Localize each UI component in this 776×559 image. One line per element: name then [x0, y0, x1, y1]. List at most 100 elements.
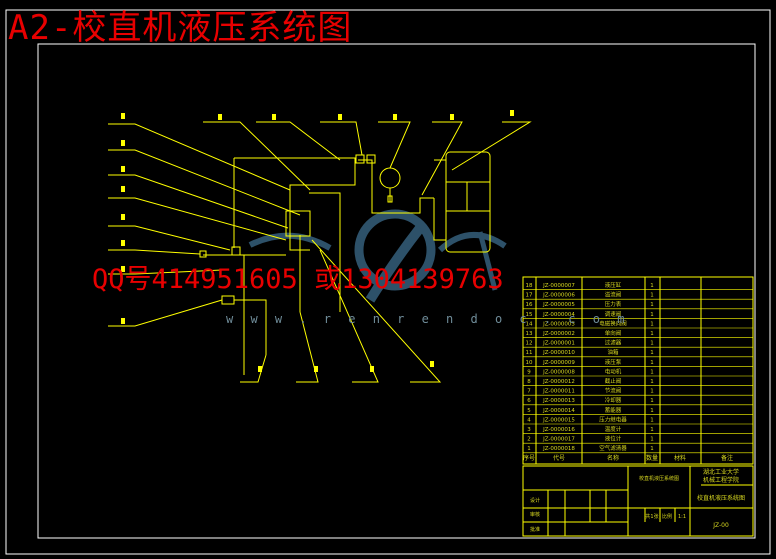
row-name: 截止阀 [605, 377, 622, 385]
leader-label-mark: 14 [510, 110, 514, 116]
row-number: 11 [526, 350, 533, 356]
row-name: 电磁换向阀 [599, 319, 627, 327]
title-block-approver: 批准 [530, 526, 540, 533]
title-block-scale-label: 比例 [662, 513, 672, 520]
row-qty: 1 [650, 302, 654, 308]
table-header-cell: 序号 [523, 454, 535, 462]
row-number: 4 [527, 417, 531, 423]
table-header-cell: 材料 [674, 454, 686, 462]
table-header-cell: 数量 [646, 454, 658, 462]
row-qty: 1 [650, 283, 654, 289]
row-number: 16 [526, 302, 533, 308]
row-qty: 1 [650, 341, 654, 347]
row-qty: 1 [650, 417, 654, 423]
row-code: JZ-0000018 [542, 446, 575, 452]
title-block-school: 湖北工业大学 [703, 468, 739, 476]
row-name: 温度计 [605, 425, 622, 433]
title-block-drawing-name: 校直机液压系统图 [697, 494, 745, 502]
leader-label-marks: 123456789101112131415161718 [121, 110, 514, 372]
row-code: JZ-0000017 [542, 437, 575, 443]
title-block-checker: 审核 [530, 511, 540, 518]
row-name: 电动机 [605, 367, 622, 375]
row-code: JZ-0000004 [542, 312, 575, 318]
row-qty: 1 [650, 293, 654, 299]
row-name: 调速阀 [605, 310, 622, 318]
row-name: 溢流阀 [605, 291, 622, 299]
row-code: JZ-0000001 [542, 341, 575, 347]
title-block-sheet: 共1张 [645, 513, 658, 520]
row-name: 蓄能器 [605, 406, 622, 414]
row-name: 节流阀 [605, 387, 622, 395]
row-code: JZ-0000011 [542, 389, 575, 395]
hydraulic-circuit [199, 151, 491, 375]
row-name: 空气滤清器 [599, 444, 627, 452]
row-qty: 1 [650, 408, 654, 414]
row-name: 压力表 [605, 300, 622, 308]
row-number: 14 [526, 321, 533, 327]
row-code: JZ-0000002 [542, 331, 575, 337]
row-number: 9 [527, 369, 531, 375]
row-code: JZ-0000010 [542, 350, 575, 356]
row-qty: 1 [650, 427, 654, 433]
row-qty: 1 [650, 446, 654, 452]
leader-label-mark: 11 [338, 114, 342, 120]
row-code: JZ-0000014 [542, 408, 575, 414]
title-block [522, 465, 754, 537]
title-block-code: JZ-00 [712, 522, 729, 529]
row-code: JZ-0000003 [542, 321, 575, 327]
leader-label-mark: 5 [121, 214, 125, 220]
row-number: 1 [527, 446, 531, 452]
leader-label-mark: 18 [430, 361, 434, 367]
title-block-subject: 校直机液压系统图 [639, 475, 679, 482]
row-code: JZ-0000012 [542, 379, 575, 385]
row-number: 8 [527, 379, 531, 385]
row-code: JZ-0000015 [542, 417, 575, 423]
leader-label-mark: 15 [258, 366, 262, 372]
row-qty: 1 [650, 379, 654, 385]
row-code: JZ-0000008 [542, 369, 575, 375]
row-qty: 1 [650, 369, 654, 375]
row-code: JZ-0000007 [542, 283, 575, 289]
title-block-dept: 机械工程学院 [703, 476, 739, 484]
table-header-cell: 名称 [607, 454, 619, 462]
row-name: 过滤器 [605, 339, 622, 347]
leader-label-mark: 7 [121, 266, 125, 272]
row-code: JZ-0000013 [542, 398, 575, 404]
url-watermark: w w w . r e n r e n d o c . c o m [226, 312, 630, 326]
leader-label-mark: 9 [218, 114, 222, 120]
leader-label-mark: 4 [121, 186, 125, 192]
leader-label-mark: 6 [121, 240, 125, 246]
row-qty: 1 [650, 312, 654, 318]
title-block-scale: 1:1 [678, 514, 686, 520]
row-code: JZ-0000016 [542, 427, 575, 433]
row-number: 2 [527, 437, 531, 443]
row-name: 液压泵 [605, 358, 622, 366]
row-qty: 1 [650, 389, 654, 395]
title-block-text: 校直机液压系统图 湖北工业大学 机械工程学院 JZ-00 校直机液压系统图 比例… [530, 468, 745, 533]
leader-label-mark: 17 [370, 366, 374, 372]
row-number: 5 [527, 408, 531, 414]
row-qty: 1 [650, 331, 654, 337]
row-number: 18 [526, 283, 533, 289]
leader-lines [108, 121, 532, 383]
drawing-title: A2-校直机液压系统图 [8, 8, 353, 48]
row-name: 液压缸 [605, 281, 622, 289]
row-number: 3 [527, 427, 531, 433]
row-name: 冷却器 [605, 396, 622, 404]
parts-table [522, 276, 754, 465]
row-qty: 1 [650, 350, 654, 356]
row-qty: 1 [650, 360, 654, 366]
row-number: 17 [526, 293, 533, 299]
row-number: 10 [526, 360, 533, 366]
outer-frame [5, 9, 771, 555]
row-name: 液位计 [605, 435, 622, 443]
row-code: JZ-0000009 [542, 360, 575, 366]
row-number: 15 [526, 312, 533, 318]
row-name: 压力继电器 [599, 415, 627, 423]
row-qty: 1 [650, 437, 654, 443]
row-number: 13 [526, 331, 533, 337]
leader-label-mark: 1 [121, 113, 125, 119]
leader-label-mark: 3 [121, 166, 125, 172]
leader-label-mark: 13 [450, 114, 454, 120]
